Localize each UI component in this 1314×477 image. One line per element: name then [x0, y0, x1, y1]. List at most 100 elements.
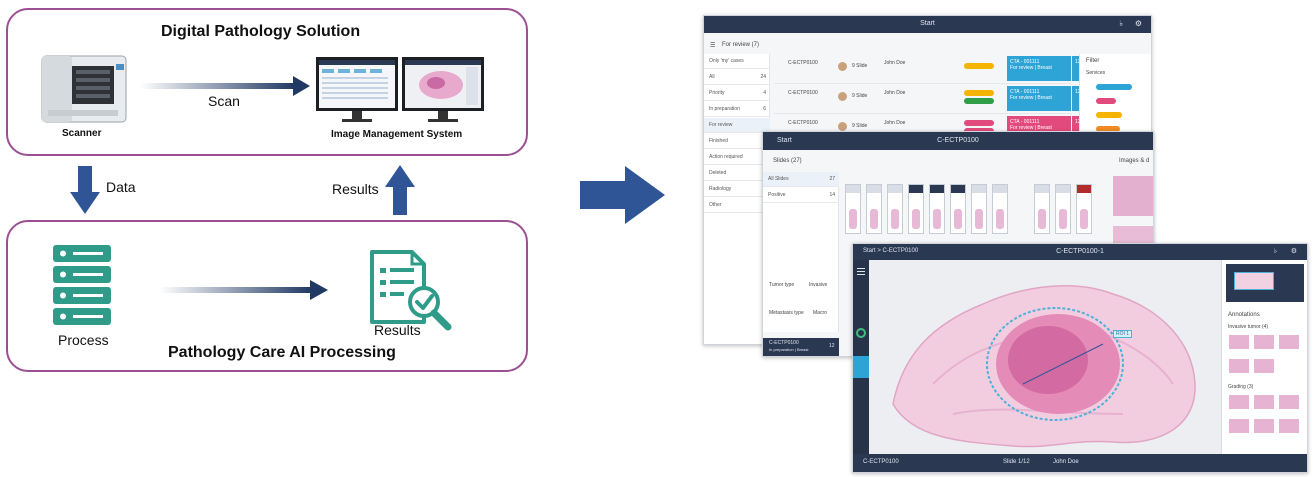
status-badge — [964, 63, 994, 69]
scanner-icon — [41, 55, 127, 123]
slide-thumbnail[interactable] — [1076, 184, 1092, 234]
slides-bar-title: C-ECTP0100 — [937, 137, 979, 144]
bell-icon[interactable]: ♭ — [1119, 19, 1123, 28]
filter-chip[interactable] — [1096, 84, 1132, 90]
nav-item[interactable]: Radiology — [704, 182, 770, 197]
results-label-middle: Results — [332, 181, 379, 197]
annotation-thumbnail[interactable] — [1228, 418, 1250, 434]
bell-icon[interactable]: ♭ — [1273, 248, 1277, 255]
breadcrumb[interactable]: Start — [777, 137, 792, 144]
scan-arrow — [140, 76, 310, 96]
nav-item[interactable]: Finished — [704, 134, 770, 149]
annotations-panel: Annotations Invasive tumor (4) Grading (… — [1221, 260, 1307, 456]
avatar — [838, 62, 847, 71]
annotation-thumbnail[interactable] — [1253, 334, 1275, 350]
annotations-header: Annotations — [1228, 312, 1260, 318]
images-header: Images & d — [1119, 158, 1150, 164]
worklist-bar-title: Start — [920, 20, 935, 27]
ims-monitors-icon — [316, 57, 484, 122]
viewer-bar-title: C-ECTP0100-1 — [1056, 248, 1104, 255]
filter-title: Filter — [1086, 58, 1100, 64]
viewer-screenshot: Start > C-ECTP0100 C-ECTP0100-1 ♭ ⚙ ROI … — [852, 243, 1308, 473]
slide-thumbnail[interactable] — [887, 184, 903, 234]
filter-chip[interactable] — [1096, 126, 1120, 132]
case-row[interactable]: C-ECTP0100 9 Slide John Doe CTA - 001111… — [774, 54, 1088, 84]
bottom-box-title: Pathology Care AI Processing — [168, 344, 396, 361]
results-up-arrow — [385, 165, 415, 215]
worklist-header: For review (7) — [722, 42, 760, 48]
active-tool-icon[interactable] — [853, 356, 869, 378]
slide-thumbnail[interactable] — [1034, 184, 1050, 234]
viewer-tool-sidebar — [853, 260, 869, 456]
slides-top-bar: Start C-ECTP0100 — [763, 132, 1153, 150]
data-label: Data — [106, 179, 136, 195]
region-tag[interactable]: ROI 1 — [1113, 330, 1133, 338]
viewer-footer: C-ECTP0100 Slide 1/12 John Doe — [853, 454, 1307, 472]
annotation-thumbnail[interactable] — [1278, 334, 1300, 350]
nav-item[interactable]: Other — [704, 198, 770, 213]
process-label: Process — [58, 332, 109, 348]
scan-label: Scan — [208, 93, 240, 109]
process-server-icon — [53, 245, 111, 325]
process-results-arrow — [160, 280, 328, 300]
filter-subtitle: Services — [1086, 70, 1106, 76]
slide-thumbnail[interactable] — [1055, 184, 1071, 234]
nav-item-active[interactable]: For review — [704, 118, 770, 133]
image-thumbnail[interactable] — [1113, 176, 1153, 216]
annotation-thumbnail[interactable] — [1278, 394, 1300, 410]
slide-thumbnail[interactable] — [950, 184, 966, 234]
annotation-section[interactable]: Invasive tumor (4) — [1228, 324, 1269, 330]
avatar — [838, 122, 847, 131]
slides-header: Slides (27) — [773, 158, 802, 164]
gear-icon[interactable]: ⚙ — [1134, 19, 1142, 28]
nav-item[interactable]: Action required — [704, 150, 770, 165]
slides-footer: C-ECTP0100 In preparation | Breast 12 — [763, 338, 839, 356]
ims-label: Image Management System — [331, 129, 463, 140]
annotation-thumbnail[interactable] — [1253, 394, 1275, 410]
annotation-thumbnail[interactable] — [1253, 358, 1275, 374]
annotation-thumbnail[interactable] — [1228, 394, 1250, 410]
annotation-thumbnail[interactable] — [1228, 334, 1250, 350]
annotation-thumbnail[interactable] — [1278, 418, 1300, 434]
filter-chip[interactable] — [1096, 112, 1122, 118]
filter-chip[interactable] — [1096, 98, 1116, 104]
status-badge — [964, 98, 994, 104]
gear-icon[interactable]: ⚙ — [1290, 248, 1297, 255]
slide-thumbnail[interactable] — [908, 184, 924, 234]
worklist-top-bar: Start ♭ ⚙ — [704, 16, 1151, 33]
viewer-breadcrumb[interactable]: Start > C-ECTP0100 — [863, 248, 919, 254]
data-down-arrow — [70, 166, 100, 214]
tissue-slide-image — [892, 285, 1196, 448]
nav-item[interactable]: Only 'my' cases — [704, 54, 770, 69]
slide-thumbnail[interactable] — [971, 184, 987, 234]
big-right-arrow — [580, 166, 665, 224]
slide-thumbnail[interactable] — [866, 184, 882, 234]
status-badge — [964, 90, 994, 96]
slide-thumbnail[interactable] — [929, 184, 945, 234]
slide-thumbnail[interactable] — [845, 184, 861, 234]
results-document-icon — [370, 250, 452, 331]
annotation-thumbnail[interactable] — [1228, 358, 1250, 374]
scanner-label: Scanner — [62, 128, 102, 139]
annotation-section[interactable]: Grading (3) — [1228, 384, 1254, 390]
status-badge — [964, 120, 994, 126]
nav-item[interactable]: Deleted — [704, 166, 770, 181]
top-box-title: Digital Pathology Solution — [161, 23, 361, 40]
overview-minimap[interactable] — [1226, 264, 1304, 302]
annotation-thumbnail[interactable] — [1253, 418, 1275, 434]
annotate-tool-icon[interactable] — [856, 328, 866, 338]
avatar — [838, 92, 847, 101]
viewer-top-bar: Start > C-ECTP0100 C-ECTP0100-1 ♭ ⚙ — [853, 244, 1307, 260]
case-row[interactable]: C-ECTP0100 9 Slide John Doe CTA - 001111… — [774, 84, 1088, 114]
slide-thumbnail[interactable] — [992, 184, 1008, 234]
menu-icon[interactable]: ☰ — [710, 43, 716, 49]
